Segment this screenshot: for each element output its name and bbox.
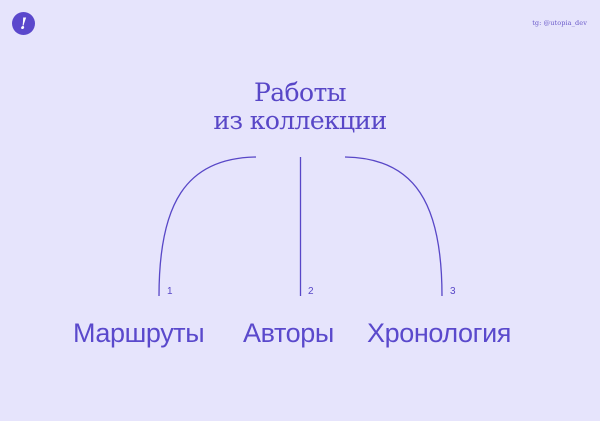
title-line-1: Работы	[254, 78, 347, 107]
branch-connector-1	[158, 156, 257, 297]
telegram-handle[interactable]: tg: @utopia_dev	[532, 19, 587, 27]
branch-number-1: 1	[167, 286, 173, 297]
branch-connector-3	[344, 156, 443, 297]
branch-label-authors[interactable]: Авторы	[243, 318, 334, 348]
branch-label-routes[interactable]: Маршруты	[73, 318, 205, 348]
branch-number-2: 2	[308, 286, 314, 297]
logo-icon: !	[12, 12, 35, 35]
branch-number-3: 3	[450, 286, 456, 297]
title-line-2: из коллекции	[213, 106, 387, 135]
branch-label-chronology[interactable]: Хронология	[367, 318, 511, 348]
